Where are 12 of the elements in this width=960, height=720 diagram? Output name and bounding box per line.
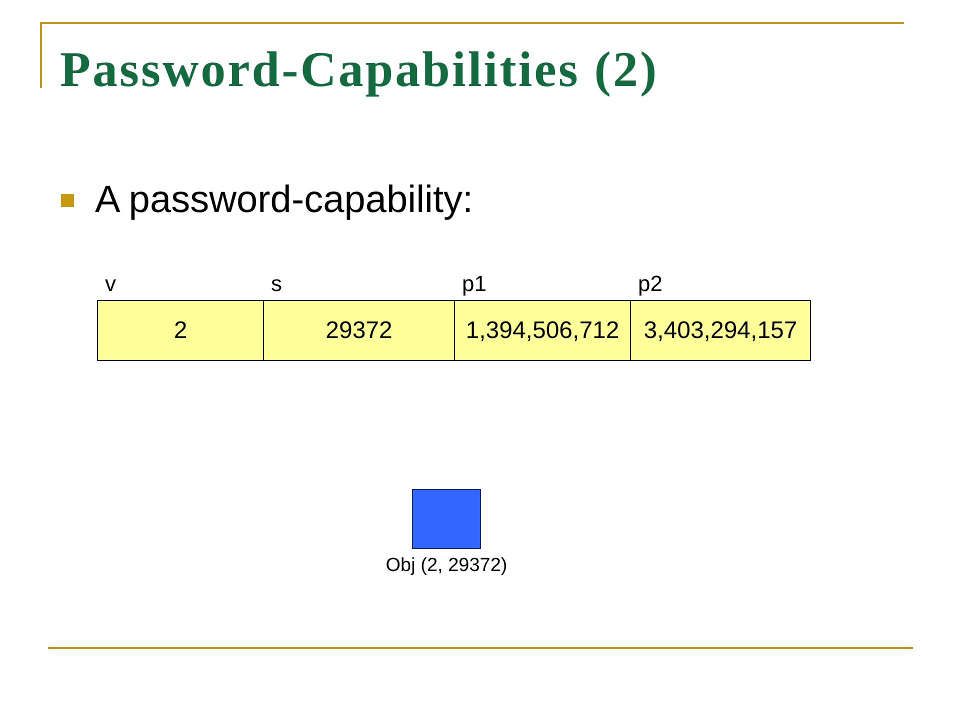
field-label: s xyxy=(271,272,282,296)
field-label: p2 xyxy=(638,272,662,296)
field-label: v xyxy=(105,272,116,296)
object-caption: Obj (2, 29372) xyxy=(386,555,508,577)
field-label: p1 xyxy=(462,272,486,296)
value-cell: 3,403,294,157 xyxy=(630,300,811,361)
bullet-text: A password-capability: xyxy=(95,178,474,223)
value-cell: 1,394,506,712 xyxy=(454,300,631,361)
value-cell: 29372 xyxy=(263,300,455,361)
slide-title: Password-Capabilities (2) xyxy=(60,40,659,98)
object-square xyxy=(412,489,481,549)
value-cell: 2 xyxy=(97,300,264,361)
